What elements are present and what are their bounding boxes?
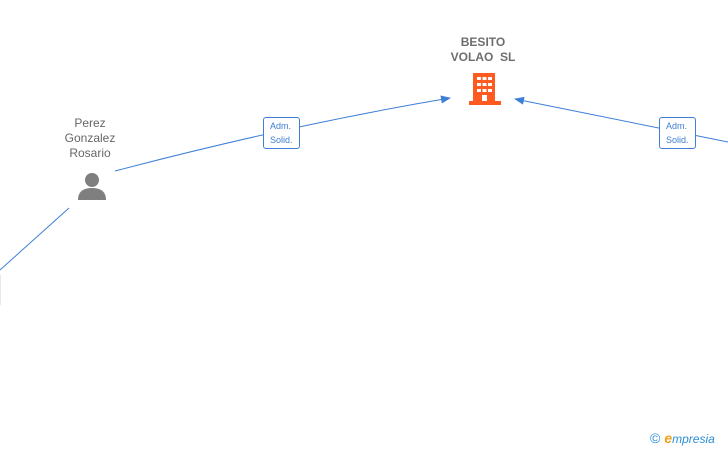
edge-label-right[interactable]: Adm. Solid. xyxy=(659,117,696,149)
edge-offscreen-to-company xyxy=(514,96,728,143)
brand-initial: e xyxy=(664,430,673,446)
edge-label-left-line2: Solid. xyxy=(270,135,293,145)
edge-label-right-line1: Adm. xyxy=(666,121,688,131)
person-name-line1: Perez xyxy=(74,116,106,130)
person-name-line3: Rosario xyxy=(69,146,111,160)
edge-offscreen-to-person xyxy=(0,207,70,271)
building-icon[interactable] xyxy=(469,71,501,105)
copyright-icon: © xyxy=(650,430,661,446)
person-name-line2: Gonzalez xyxy=(64,131,116,145)
brand-name: mpresia xyxy=(672,432,715,446)
company-name-line2: VOLAO SL xyxy=(450,50,516,64)
footer-brand: ©empresia xyxy=(650,430,715,446)
edge-label-left-line1: Adm. xyxy=(270,121,292,131)
company-name-line1: BESITO xyxy=(460,35,506,49)
person-name[interactable]: Perez Gonzalez Rosario xyxy=(40,116,140,161)
edge-label-right-line2: Solid. xyxy=(666,135,689,145)
edge-label-left[interactable]: Adm. Solid. xyxy=(263,117,300,149)
company-name[interactable]: BESITO VOLAO SL xyxy=(433,35,533,65)
person-icon[interactable] xyxy=(77,171,107,201)
